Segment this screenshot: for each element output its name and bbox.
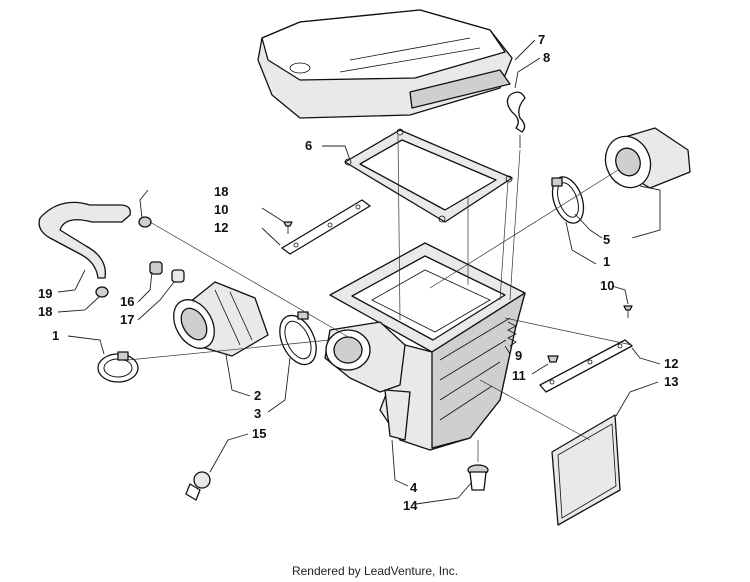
callout-18-top: 18 (214, 184, 228, 199)
callout-15: 15 (252, 426, 266, 441)
access-panel-part[interactable] (551, 414, 621, 526)
callout-9: 9 (515, 348, 522, 363)
intake-cover-part[interactable] (257, 9, 513, 119)
hose-clamp-mid-part[interactable] (273, 310, 324, 371)
breather-clip-part[interactable] (506, 91, 526, 148)
callout-11: 11 (512, 368, 526, 383)
assembly-guide-lines (127, 134, 633, 462)
callout-19: 19 (38, 286, 52, 301)
air-filter-part[interactable] (598, 127, 691, 194)
callout-18-bottom: 18 (38, 304, 52, 319)
drain-valve-part[interactable] (467, 464, 489, 491)
callout-13: 13 (664, 374, 678, 389)
callout-16: 16 (120, 294, 134, 309)
mounting-strip-right-part[interactable] (539, 339, 633, 393)
screw-right-part[interactable] (623, 305, 633, 318)
footer-credit: Rendered by LeadVenture, Inc. (291, 564, 459, 578)
callout-4: 4 (410, 480, 418, 495)
callout-5: 5 (603, 232, 610, 247)
callout-2: 2 (254, 388, 261, 403)
callout-14: 14 (403, 498, 418, 513)
push-rivet-part[interactable] (185, 471, 211, 501)
callout-10-right: 10 (600, 278, 614, 293)
callout-3: 3 (254, 406, 261, 421)
callout-17: 17 (120, 312, 134, 327)
fitting-part[interactable] (149, 261, 185, 283)
callout-8: 8 (543, 50, 550, 65)
callout-6: 6 (305, 138, 312, 153)
mounting-strip-left-part[interactable] (281, 199, 371, 255)
airbox-housing-part[interactable] (324, 242, 526, 451)
callout-12-right: 12 (664, 356, 678, 371)
intake-boot-part[interactable] (165, 281, 269, 357)
callout-12-left: 12 (214, 220, 228, 235)
callout-1-right: 1 (603, 254, 610, 269)
callout-1-left: 1 (52, 328, 59, 343)
hose-clamp-left-part[interactable] (97, 351, 139, 383)
callout-10-left: 10 (214, 202, 228, 217)
hose-clamp-right-part[interactable] (547, 173, 590, 228)
spring-part[interactable] (507, 321, 517, 347)
filter-frame-part[interactable] (344, 128, 513, 223)
leader-lines (57, 39, 661, 505)
breather-hose-part[interactable] (38, 201, 131, 279)
callout-7: 7 (538, 32, 545, 47)
screw-small-part[interactable] (547, 355, 559, 363)
screw-part[interactable] (283, 221, 293, 234)
hose-clip-part[interactable] (95, 216, 152, 298)
